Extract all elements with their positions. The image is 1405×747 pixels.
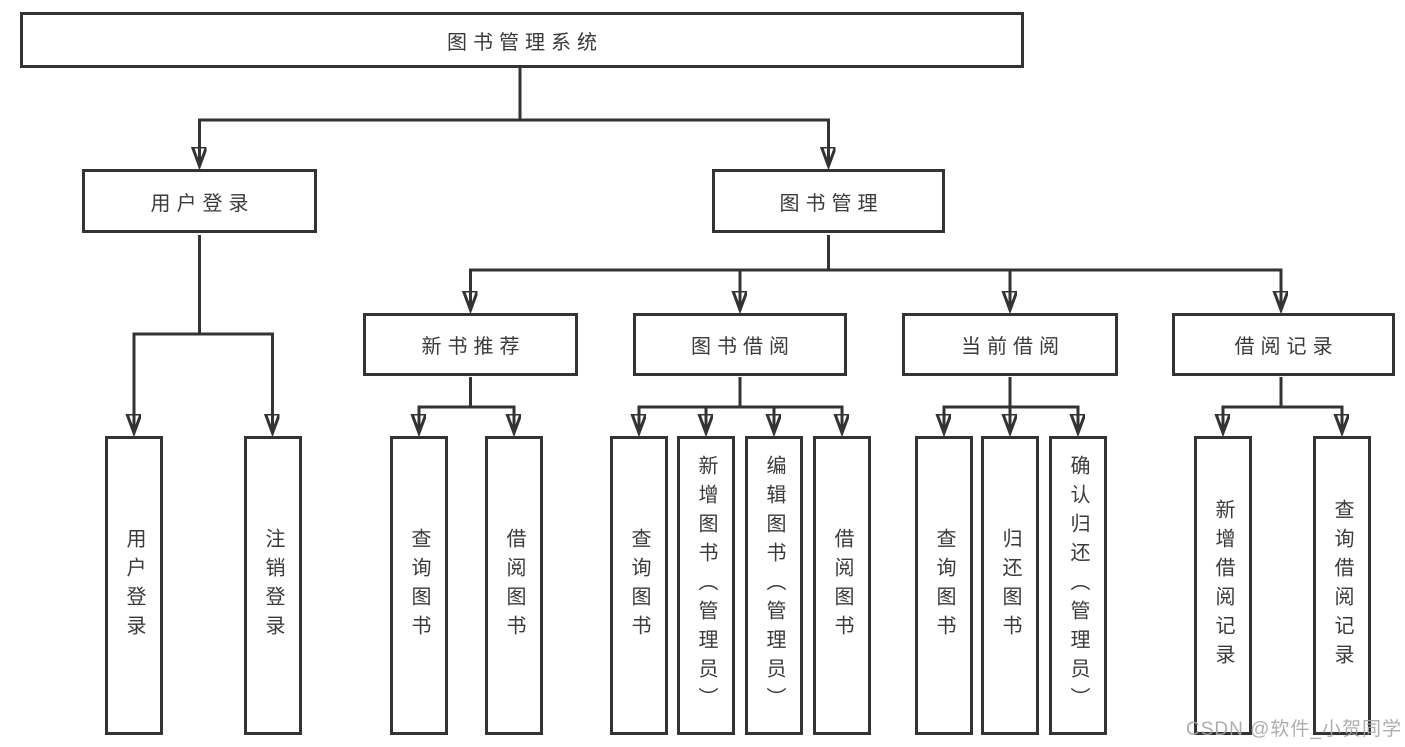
node-borrow-records: 借阅记录 (1172, 313, 1395, 376)
node-current-borrow-label: 当前借阅 (961, 336, 1065, 358)
leaf-cb-query-books: 查询图书 (915, 436, 973, 735)
node-book-management: 图书管理 (712, 169, 945, 233)
leaf-bb-query-books: 查询图书 (610, 436, 668, 735)
leaf-br-add-record-label: 新增借阅记录 (1212, 498, 1234, 673)
leaf-user-login-label: 用户登录 (123, 527, 145, 644)
leaf-nb-query-books-label: 查询图书 (408, 527, 430, 644)
node-root-label: 图书管理系统 (447, 31, 603, 54)
leaf-bb-add-books-admin-label: 新增图书（管理员） (695, 455, 717, 716)
leaf-bb-edit-books-admin: 编辑图书（管理员） (745, 436, 803, 735)
leaf-cb-return-books: 归还图书 (981, 436, 1039, 735)
leaf-user-login: 用户登录 (105, 436, 163, 735)
leaf-bb-edit-books-admin-label: 编辑图书（管理员） (763, 455, 785, 716)
node-current-borrow: 当前借阅 (902, 313, 1118, 376)
node-borrow-records-label: 借阅记录 (1234, 336, 1339, 358)
leaf-br-query-record-label: 查询借阅记录 (1331, 498, 1353, 673)
node-book-borrow: 图书借阅 (633, 313, 847, 376)
leaf-nb-borrow-books-label: 借阅图书 (503, 527, 525, 644)
leaf-cb-confirm-return-admin-label: 确认归还（管理员） (1067, 455, 1089, 716)
node-book-management-label: 图书管理 (779, 192, 884, 215)
csdn-watermark: CSDN @软件_小贺同学 (1186, 719, 1402, 740)
node-book-borrow-label: 图书借阅 (691, 336, 795, 358)
leaf-nb-borrow-books: 借阅图书 (485, 436, 543, 735)
node-root: 图书管理系统 (20, 12, 1024, 68)
leaf-br-query-record: 查询借阅记录 (1313, 436, 1371, 735)
leaf-nb-query-books: 查询图书 (390, 436, 448, 735)
node-new-book-recommend-label: 新书推荐 (421, 336, 526, 358)
leaf-cb-query-books-label: 查询图书 (933, 527, 955, 644)
node-user-login: 用户登录 (82, 169, 317, 233)
node-new-book-recommend: 新书推荐 (363, 313, 578, 376)
leaf-bb-add-books-admin: 新增图书（管理员） (677, 436, 735, 735)
node-user-login-label: 用户登录 (150, 192, 255, 215)
leaf-logout-label: 注销登录 (262, 527, 284, 644)
leaf-br-add-record: 新增借阅记录 (1194, 436, 1252, 735)
leaf-cb-confirm-return-admin: 确认归还（管理员） (1049, 436, 1107, 735)
leaf-bb-query-books-label: 查询图书 (628, 527, 650, 644)
leaf-bb-borrow-books: 借阅图书 (813, 436, 871, 735)
leaf-cb-return-books-label: 归还图书 (999, 527, 1021, 644)
leaf-logout: 注销登录 (244, 436, 302, 735)
leaf-bb-borrow-books-label: 借阅图书 (831, 527, 853, 644)
